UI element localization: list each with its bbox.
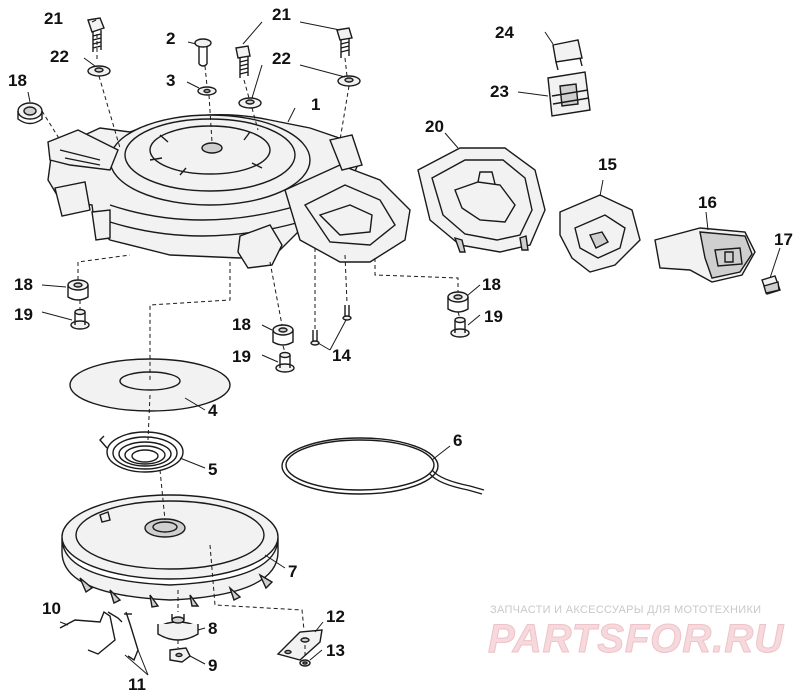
- bolt-middle: [235, 45, 251, 78]
- callout-11: 11: [128, 675, 146, 694]
- watermark: ЗАПЧАСТИ И АКСЕССУАРЫ ДЛЯ МОТОТЕХНИКИ PA…: [488, 604, 784, 662]
- bushing-left: [70, 308, 90, 330]
- callout-5: 5: [208, 460, 217, 479]
- callout-18-right: 18: [482, 275, 501, 294]
- callout-4: 4: [208, 401, 218, 420]
- callout-21-left: 21: [44, 9, 63, 28]
- callout-14: 14: [332, 346, 351, 365]
- bolt-right: [336, 27, 353, 58]
- screw-2: [194, 38, 212, 67]
- grommet-top-left: [17, 102, 43, 125]
- pawl-clip: [299, 659, 311, 667]
- assembly-lines: [41, 34, 461, 658]
- washer-middle: [238, 97, 262, 109]
- switch-cap: [552, 39, 583, 71]
- screw-14-right: [342, 305, 352, 321]
- callout-3: 3: [166, 71, 175, 90]
- callout-21-top: 21: [272, 5, 291, 24]
- callout-18-top: 18: [8, 71, 27, 90]
- rope-pulley: [61, 494, 279, 608]
- hub-cam: [157, 614, 199, 641]
- washer-right: [337, 75, 361, 87]
- callout-1: 1: [311, 95, 320, 114]
- washer-3: [197, 86, 217, 96]
- callout-24: 24: [495, 23, 514, 42]
- pawl-spring: [59, 610, 139, 662]
- grommet-left: [67, 279, 89, 301]
- callout-23: 23: [490, 82, 509, 101]
- leader-lines: [27, 19, 781, 676]
- callout-19-right: 19: [484, 307, 503, 326]
- recoil-spring: [99, 431, 184, 473]
- callout-22-left: 22: [50, 47, 69, 66]
- bolt-left: [87, 17, 105, 52]
- callout-19-left: 19: [14, 305, 33, 324]
- callout-2: 2: [166, 29, 175, 48]
- callout-22-top: 22: [272, 49, 291, 68]
- grommet-middle: [272, 324, 294, 346]
- nut: [169, 647, 191, 663]
- starter-housing: [47, 113, 411, 269]
- callout-20: 20: [425, 117, 444, 136]
- callout-18-left: 18: [14, 275, 33, 294]
- callout-6: 6: [453, 431, 462, 450]
- watermark-tagline: ЗАПЧАСТИ И АКСЕССУАРЫ ДЛЯ МОТОТЕХНИКИ: [490, 604, 761, 616]
- bushing-right: [450, 316, 470, 338]
- callout-17: 17: [774, 230, 793, 249]
- screw-14-left: [310, 330, 320, 346]
- callout-16: 16: [698, 193, 717, 212]
- callout-labels: 1 2 3 4 5 6 7 8 9 10 11 12 13 14 15 16 1…: [8, 5, 793, 694]
- watermark-brand: PARTSFOR.RU: [488, 617, 784, 661]
- callout-19-middle: 19: [232, 347, 251, 366]
- switch-body: [547, 71, 591, 117]
- washer-left: [87, 65, 111, 77]
- callout-13: 13: [326, 641, 345, 660]
- callout-18-middle: 18: [232, 315, 251, 334]
- callout-10: 10: [42, 599, 61, 618]
- callout-9: 9: [208, 656, 217, 675]
- pawl: [276, 629, 323, 661]
- callout-8: 8: [208, 619, 217, 638]
- callout-7: 7: [288, 562, 297, 581]
- grommet-right: [447, 291, 469, 313]
- starter-rope: [281, 437, 485, 495]
- bushing-middle: [275, 351, 295, 373]
- callout-15: 15: [598, 155, 617, 174]
- rope-guide-bezel: [417, 147, 546, 253]
- callout-12: 12: [326, 607, 345, 626]
- handle-clip: [761, 275, 781, 295]
- handle-insert: [559, 194, 641, 273]
- starter-handle: [654, 227, 756, 283]
